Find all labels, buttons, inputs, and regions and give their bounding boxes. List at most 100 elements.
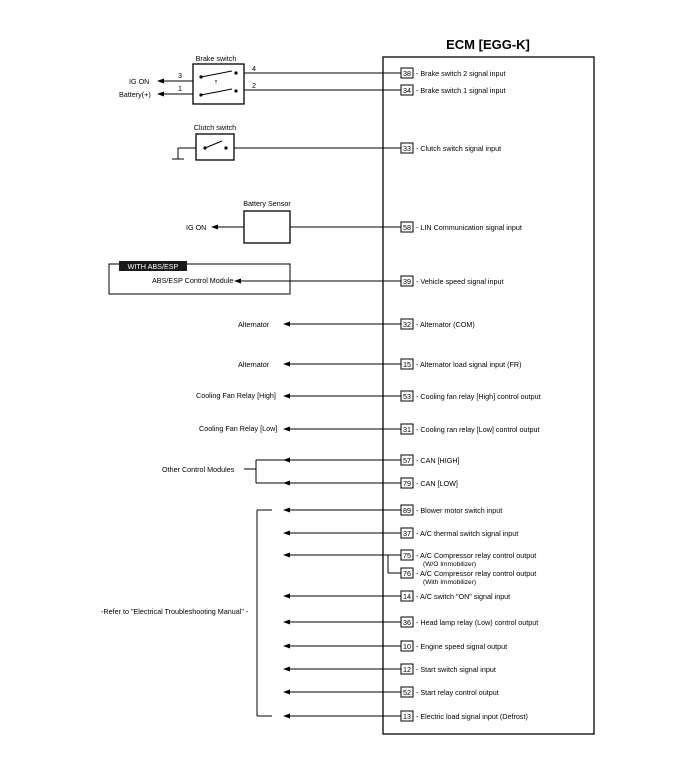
vehicle-speed-arrow (234, 278, 241, 284)
abs-badge (119, 261, 187, 271)
pin-53: 53 - Cooling fan relay [High] control ou… (400, 390, 541, 402)
alternator-load-arrow (283, 361, 290, 367)
fan-low-label: Cooling Fan Relay [Low] (199, 424, 277, 433)
refer-wires (283, 507, 401, 719)
pin-31: 31 - Cooling ran relay [Low] control out… (400, 423, 539, 435)
pin-label: - Head lamp relay (Low) control output (416, 618, 538, 627)
fan-high-label: Cooling Fan Relay [High] (196, 391, 276, 400)
pin-number: 57 (403, 456, 411, 465)
pin-number: 89 (403, 506, 411, 515)
pin-number: 53 (403, 392, 411, 401)
battery-arrow (157, 91, 164, 97)
pin-label: - Clutch switch signal input (416, 144, 501, 153)
ig-on-label: IG ON (129, 77, 149, 86)
pin-number: 36 (403, 618, 411, 627)
sensor-ig-arrow (211, 224, 218, 230)
fan-high-arrow (283, 393, 290, 399)
pin-number: 38 (403, 69, 411, 78)
pin-number: 12 (403, 665, 411, 674)
alternator-label-1: Alternator (238, 320, 270, 329)
brake-pin-3: 3 (178, 71, 182, 80)
pin-14: 14 - A/C switch "ON" signal input (400, 590, 510, 602)
pin-label: - A/C thermal switch signal input (416, 529, 518, 538)
brake-pin-1: 1 (178, 84, 182, 93)
pin-52: 52 - Start relay control output (400, 686, 499, 698)
pin-number: 33 (403, 144, 411, 153)
battery-sensor-title: Battery Sensor (243, 199, 291, 208)
pin-75: 75 - A/C Compressor relay control output… (400, 549, 536, 568)
pin-13: 13 - Electric load signal input (Defrost… (400, 710, 528, 722)
pin-label: - Electric load signal input (Defrost) (416, 712, 528, 721)
pin-number: 52 (403, 688, 411, 697)
alternator-com-arrow (283, 321, 290, 327)
fan-low-arrow (283, 426, 290, 432)
pin-label: - Alternator load signal input (FR) (416, 360, 521, 369)
abs-module-label: ABS/ESP Control Module (152, 276, 233, 285)
pin-number: 39 (403, 277, 411, 286)
pin-number: 79 (403, 479, 411, 488)
pin-57: 57 - CAN [HIGH] (400, 454, 460, 466)
brake-switch-contacts (199, 70, 238, 97)
brake-switch-box (192, 63, 245, 105)
ig-on-arrow (157, 78, 164, 84)
can-low-arrow (283, 480, 290, 486)
pin-37: 37 - A/C thermal switch signal input (400, 527, 518, 539)
pin-33: 33 - Clutch switch signal input (400, 142, 501, 154)
pin-label: - Cooling fan relay [High] control outpu… (416, 392, 541, 401)
pin-label: - Brake switch 2 signal input (416, 69, 506, 78)
pin-39: 39 - Vehicle speed signal input (400, 275, 504, 287)
clutch-switch-box (195, 133, 235, 161)
pin-12: 12 - Start switch signal input (400, 663, 496, 675)
pin-89: 89 - Blower motor switch input (400, 504, 502, 516)
alternator-label-2: Alternator (238, 360, 270, 369)
pin-32: 32 - Alternator (COM) (400, 318, 475, 330)
sensor-ig-label: IG ON (186, 223, 206, 232)
pin-label: - Engine speed signal output (416, 642, 507, 651)
pin-76: 76 - A/C Compressor relay control output… (400, 567, 536, 586)
brake-pin-4: 4 (252, 64, 256, 73)
battery-sensor-box (243, 210, 291, 244)
pin-34: 34 - Brake switch 1 signal input (400, 84, 506, 96)
pin-label: - Cooling ran relay [Low] control output (416, 425, 539, 434)
pin-label: - A/C Compressor relay control output (416, 569, 536, 578)
ecm-title: ECM [EGG-K] (446, 37, 530, 52)
other-modules-label: Other Control Modules (162, 465, 235, 474)
pin-label: - Alternator (COM) (416, 320, 475, 329)
abs-badge-label: WITH ABS/ESP (128, 262, 179, 271)
pin-number: 14 (403, 592, 411, 601)
with-immobilizer-note: (With Immobilizer) (423, 579, 476, 586)
pin-number: 37 (403, 529, 411, 538)
clutch-switch-contact (203, 140, 228, 150)
refer-label: -Refer to "Electrical Troubleshooting Ma… (101, 607, 249, 616)
pin-label: - CAN [LOW] (416, 479, 458, 488)
can-high-arrow (283, 457, 290, 463)
pin-number: 75 (403, 551, 411, 560)
pin-number: 13 (403, 712, 411, 721)
pin-number: 34 (403, 86, 411, 95)
pin-58: 58 - LIN Communication signal input (400, 221, 522, 233)
clutch-switch-title: Clutch switch (194, 123, 236, 132)
pin-number: 10 (403, 642, 411, 651)
pin-number: 76 (403, 569, 411, 578)
pin-36: 36 - Head lamp relay (Low) control outpu… (400, 616, 538, 628)
pin-10: 10 - Engine speed signal output (400, 640, 507, 652)
battery-label: Battery(+) (119, 90, 151, 99)
pin-number: 15 (403, 360, 411, 369)
abs-module-box (108, 263, 291, 295)
pin-label: - A/C Compressor relay control output (416, 551, 536, 560)
pin-label: - LIN Communication signal input (416, 223, 522, 232)
pin-number: 31 (403, 425, 411, 434)
pin-79: 79 - CAN [LOW] (400, 477, 458, 489)
pin-label: - Brake switch 1 signal input (416, 86, 506, 95)
pin-label: - Start switch signal input (416, 665, 496, 674)
pin-15: 15 - Alternator load signal input (FR) (400, 358, 521, 370)
brake-switch-title: Brake switch (196, 54, 237, 63)
pin-label: - CAN [HIGH] (416, 456, 460, 465)
pin-label: - Start relay control output (416, 688, 499, 697)
pin-number: 58 (403, 223, 411, 232)
pin-number: 32 (403, 320, 411, 329)
wo-immobilizer-note: (W/O Immobilizer) (423, 561, 476, 568)
pin-label: - A/C switch "ON" signal input (416, 592, 510, 601)
pin-label: - Blower motor switch input (416, 506, 502, 515)
